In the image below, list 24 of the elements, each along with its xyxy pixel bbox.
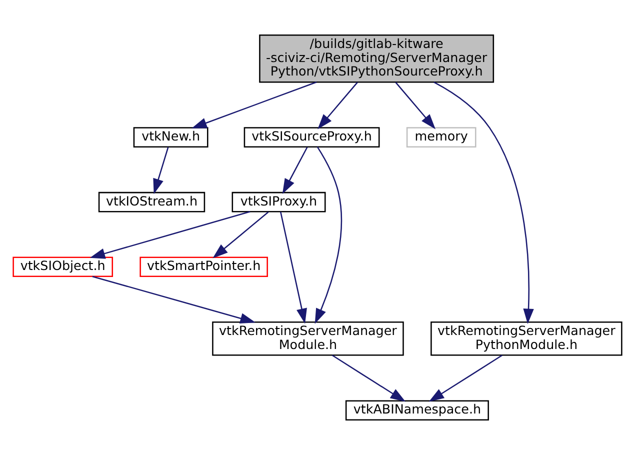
node-box: vtkSIProxy.h bbox=[232, 192, 326, 212]
node-box: vtkSISourceProxy.h bbox=[244, 127, 380, 148]
arrow bbox=[428, 354, 503, 402]
arrow bbox=[92, 276, 256, 324]
node-box: memory bbox=[406, 127, 476, 148]
arrow bbox=[153, 147, 169, 194]
node-box: vtkIOStream.h bbox=[98, 192, 206, 212]
node-box: vtkRemotingServerManager Module.h bbox=[212, 321, 404, 356]
node-box: vtkSIObject.h bbox=[12, 256, 114, 278]
node-box: vtkNew.h bbox=[133, 127, 208, 148]
arrow bbox=[282, 146, 308, 194]
arrow bbox=[314, 146, 342, 324]
arrow bbox=[192, 82, 317, 128]
arrow bbox=[332, 354, 406, 402]
node-box: vtkRemotingServerManager PythonModule.h bbox=[430, 321, 622, 356]
node-box: vtkABINamespace.h bbox=[345, 400, 489, 421]
node-box: vtkSmartPointer.h bbox=[140, 256, 268, 278]
node-box: /builds/gitlab-kitware -sciviz-ci/Remoting/ServerManager Python/vtkSIPythonSourceProxy.h bbox=[259, 34, 494, 83]
arrow bbox=[280, 212, 307, 324]
arrow bbox=[395, 82, 436, 130]
arrow bbox=[318, 82, 358, 130]
arrow bbox=[212, 212, 269, 258]
arrow bbox=[434, 82, 534, 324]
arrow bbox=[90, 211, 250, 259]
